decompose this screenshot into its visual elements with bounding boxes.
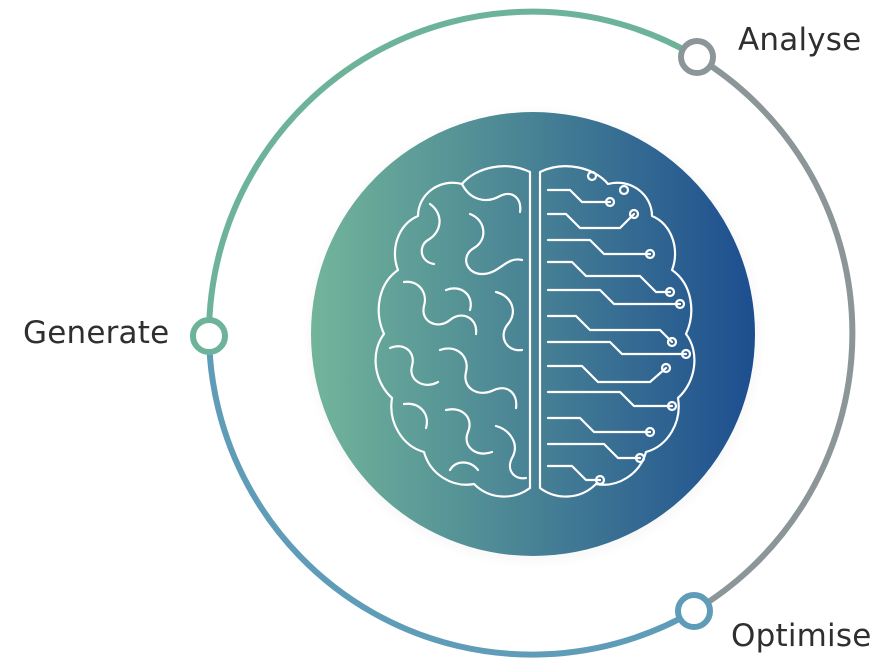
cycle-arc-analyse-to-optimise (691, 54, 856, 614)
brain-circuit-icon (374, 165, 696, 498)
cycle-arc-generate-to-analyse (205, 8, 700, 339)
analyse-label: Analyse (738, 22, 862, 58)
center-circle (311, 112, 755, 556)
optimise-label: Optimise (731, 618, 872, 654)
analyse-node[interactable] (678, 38, 716, 76)
generate-node[interactable] (190, 317, 228, 355)
cycle-arc-optimise-to-generate (206, 333, 697, 658)
generate-label: Generate (23, 315, 170, 351)
optimise-node[interactable] (675, 592, 713, 630)
